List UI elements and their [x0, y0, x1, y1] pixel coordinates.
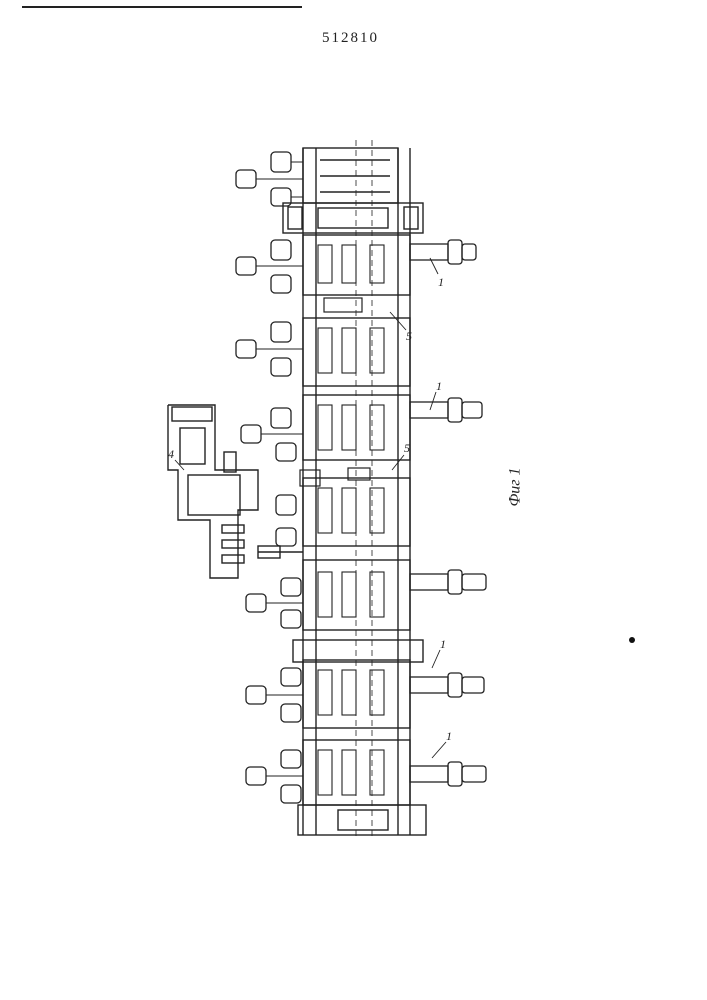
callout-4: 4 [168, 447, 174, 461]
callout-1-d: 1 [446, 729, 452, 743]
speck [629, 637, 635, 643]
callout-1-c: 1 [440, 637, 446, 651]
callout-5-a: 5 [406, 329, 412, 343]
callout-1-b: 1 [436, 379, 442, 393]
figure-caption: Фиг 1 [507, 467, 525, 506]
callout-1-a: 1 [438, 275, 444, 289]
callout-5-b: 5 [404, 441, 410, 455]
